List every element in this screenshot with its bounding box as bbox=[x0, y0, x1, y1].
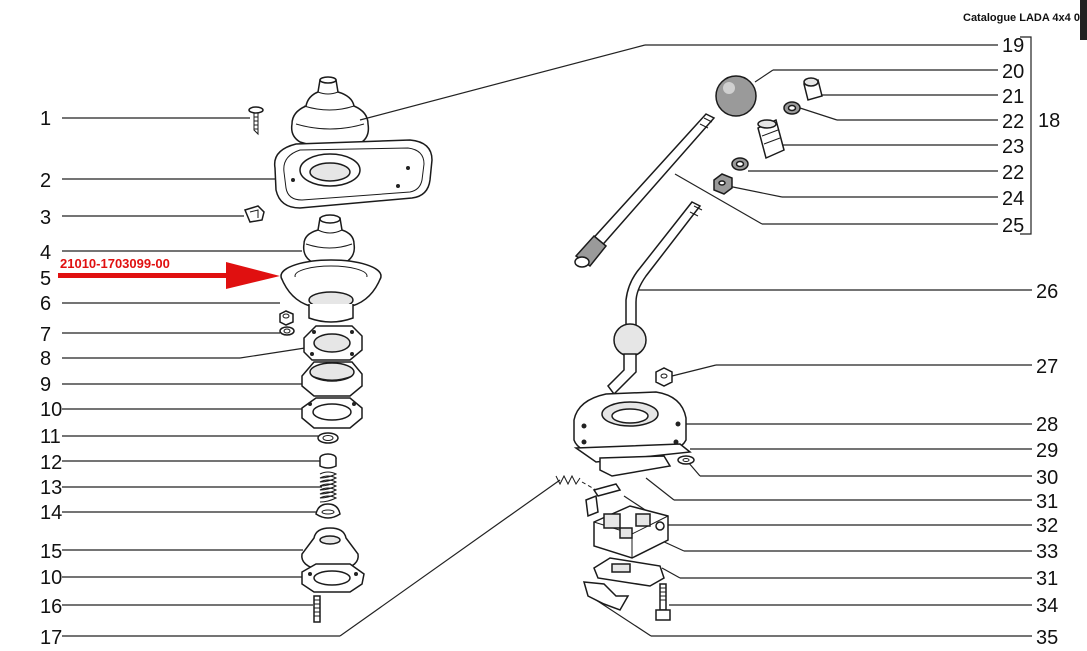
label-30: 30 bbox=[1036, 467, 1058, 489]
part-lever-bushing-upper bbox=[783, 101, 801, 115]
part-spring-cup bbox=[315, 503, 341, 519]
part-bushing bbox=[319, 453, 337, 469]
part-upper-boot bbox=[290, 76, 370, 148]
part-seal-cup bbox=[280, 259, 382, 323]
label-19: 19 bbox=[1002, 35, 1024, 57]
part-lever-bracket bbox=[582, 581, 630, 611]
label-8: 8 bbox=[40, 348, 51, 370]
label-31: 31 bbox=[1036, 491, 1058, 513]
label-35: 35 bbox=[1036, 627, 1058, 649]
part-housing-nut bbox=[655, 367, 673, 387]
label-4: 4 bbox=[40, 242, 51, 264]
label-5: 5 bbox=[40, 268, 51, 290]
label-28: 28 bbox=[1036, 414, 1058, 436]
part-nut bbox=[279, 310, 294, 326]
label-24: 24 bbox=[1002, 188, 1024, 210]
left-leader-lines bbox=[62, 117, 561, 637]
part-lever-bushing-lower bbox=[731, 157, 749, 171]
label-14: 14 bbox=[40, 502, 62, 524]
part-knob-cap bbox=[803, 77, 823, 101]
part-spring bbox=[319, 471, 338, 503]
label-1: 1 bbox=[40, 108, 51, 130]
part-lever-nut bbox=[713, 173, 733, 195]
label-31b: 31 bbox=[1036, 568, 1058, 590]
label-25: 25 bbox=[1002, 215, 1024, 237]
label-2: 2 bbox=[40, 170, 51, 192]
callout-arrow-shaft bbox=[58, 273, 226, 278]
label-32: 32 bbox=[1036, 515, 1058, 537]
page-edge-marker bbox=[1080, 0, 1087, 40]
group-bracket bbox=[1020, 36, 1032, 235]
part-washer bbox=[279, 326, 295, 336]
part-gasket bbox=[301, 397, 363, 429]
label-3: 3 bbox=[40, 207, 51, 229]
label-23: 23 bbox=[1002, 136, 1024, 158]
label-9: 9 bbox=[40, 374, 51, 396]
part-circlip bbox=[317, 432, 339, 444]
part-detent-pin bbox=[581, 481, 622, 518]
right-labels: 19 20 21 22 23 22 24 25 26 27 28 29 30 3… bbox=[1002, 35, 1060, 649]
part-bearing-housing bbox=[301, 361, 363, 397]
label-34: 34 bbox=[1036, 595, 1058, 617]
part-stud bbox=[313, 595, 321, 623]
left-labels: 1 2 3 4 5 6 7 8 9 10 11 12 13 14 15 10 1… bbox=[40, 108, 62, 649]
label-18: 18 bbox=[1038, 110, 1060, 132]
label-22: 22 bbox=[1002, 111, 1024, 133]
part-lower-lever bbox=[607, 201, 703, 396]
right-leader-lines bbox=[359, 44, 1032, 637]
part-upper-lever-rod bbox=[574, 113, 716, 268]
label-20: 20 bbox=[1002, 61, 1024, 83]
label-10: 10 bbox=[40, 399, 62, 421]
part-bolt bbox=[655, 583, 671, 621]
label-27: 27 bbox=[1036, 356, 1058, 378]
part-floor-cover bbox=[273, 139, 433, 209]
part-housing-washer bbox=[677, 455, 695, 465]
label-12: 12 bbox=[40, 452, 62, 474]
part-housing-base-plate bbox=[599, 455, 672, 477]
label-29: 29 bbox=[1036, 440, 1058, 462]
label-13: 13 bbox=[40, 477, 62, 499]
label-16: 16 bbox=[40, 596, 62, 618]
part-lower-housing bbox=[301, 527, 359, 571]
label-11: 11 bbox=[40, 426, 61, 448]
part-shift-knob bbox=[715, 75, 757, 117]
part-clip bbox=[243, 205, 265, 223]
label-26: 26 bbox=[1036, 281, 1058, 303]
part-lever-housing bbox=[573, 391, 687, 457]
label-22b: 22 bbox=[1002, 162, 1024, 184]
label-17: 17 bbox=[40, 627, 62, 649]
part-number-callout: 21010-1703099-00 bbox=[58, 256, 280, 289]
label-10b: 10 bbox=[40, 567, 62, 589]
part-lower-boot bbox=[302, 214, 356, 267]
part-lower-gasket bbox=[301, 563, 365, 593]
callout-part-number: 21010-1703099-00 bbox=[60, 256, 170, 271]
label-21: 21 bbox=[1002, 86, 1024, 108]
callout-arrow-head bbox=[226, 262, 280, 289]
part-screw bbox=[248, 106, 264, 136]
part-flange-plate-upper bbox=[303, 325, 363, 361]
label-7: 7 bbox=[40, 324, 51, 346]
label-6: 6 bbox=[40, 293, 51, 315]
part-lower-base-plate bbox=[593, 557, 665, 587]
part-lever-sleeve bbox=[757, 118, 785, 160]
label-15: 15 bbox=[40, 541, 62, 563]
label-33: 33 bbox=[1036, 541, 1058, 563]
part-selector-block bbox=[593, 505, 669, 559]
part-detent-spring bbox=[555, 474, 581, 486]
catalogue-title: Catalogue LADA 4x4 07 bbox=[963, 12, 1086, 24]
